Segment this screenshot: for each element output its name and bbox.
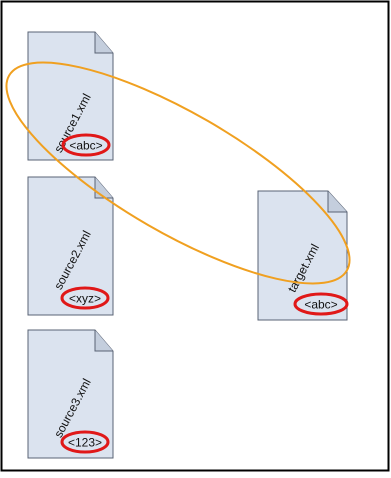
tag-label: <abc> bbox=[69, 139, 102, 153]
link-ellipse bbox=[5, 61, 351, 285]
tag-label: <abc> bbox=[304, 298, 337, 312]
page-fold-icon bbox=[94, 32, 113, 54]
file-page-icon bbox=[257, 190, 348, 321]
tag-label: <123> bbox=[68, 436, 102, 450]
file-target: target.xml <abc> bbox=[257, 190, 349, 321]
tag-highlight-circle bbox=[293, 292, 349, 316]
tag-highlight-circle bbox=[60, 286, 110, 310]
file-page-icon bbox=[27, 31, 114, 161]
tag-highlight-circle bbox=[60, 430, 110, 454]
file-page-icon bbox=[27, 176, 114, 316]
page-fold-icon bbox=[94, 330, 113, 352]
file-page-icon bbox=[27, 329, 114, 459]
page-fold-icon bbox=[94, 177, 113, 199]
file-source3: source3.xml <123> bbox=[27, 329, 114, 459]
file-source2: source2.xml <xyz> bbox=[27, 176, 114, 316]
file-source1: source1.xml <abc> bbox=[27, 31, 114, 161]
page-fold-icon bbox=[327, 191, 347, 213]
tag-highlight-circle bbox=[61, 133, 111, 157]
tag-label: <xyz> bbox=[69, 292, 101, 306]
